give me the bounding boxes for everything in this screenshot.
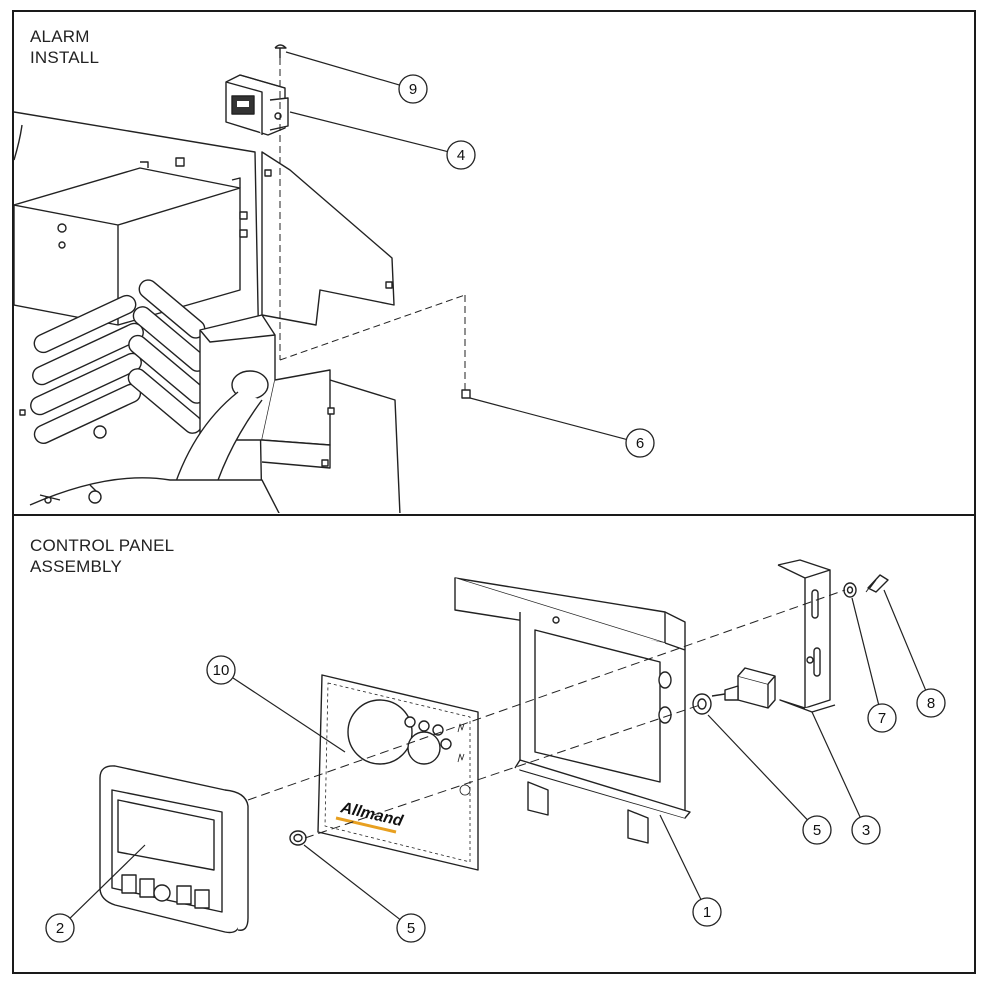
callout-2: 2 <box>45 844 146 943</box>
callout-3: 3 <box>811 711 881 845</box>
callout-10: 10 <box>206 655 346 753</box>
engine-base <box>29 477 280 513</box>
leader-line <box>232 677 346 753</box>
callout-number: 1 <box>703 904 711 921</box>
callout-5: 5 <box>707 714 832 845</box>
toggle-switch <box>711 667 776 709</box>
callout-5: 5 <box>303 844 426 943</box>
alarm-mount-bracket <box>261 151 395 326</box>
leader-line <box>303 844 401 920</box>
callout-circle <box>206 655 236 685</box>
control-box <box>14 157 248 326</box>
exhaust-duct <box>159 314 335 511</box>
callout-9: 9 <box>285 51 428 104</box>
display-module <box>99 765 249 934</box>
callout-circle <box>45 913 75 943</box>
control-panel-assembly-title: CONTROL PANEL ASSEMBLY <box>30 536 175 576</box>
backup-alarm <box>225 74 289 136</box>
callout-1: 1 <box>659 814 722 927</box>
leader-line <box>69 844 146 919</box>
leader-line <box>707 714 808 821</box>
section-divider <box>12 514 976 516</box>
bolt <box>865 574 889 593</box>
callout-number: 2 <box>56 920 64 937</box>
callout-circle <box>396 913 426 943</box>
callout-6: 6 <box>469 397 655 458</box>
callout-circle <box>625 428 655 458</box>
callout-circle <box>851 815 881 845</box>
callout-number: 10 <box>213 662 230 679</box>
switch-nut <box>692 693 712 715</box>
callout-circle <box>692 897 722 927</box>
callout-number: 7 <box>878 710 886 727</box>
callout-circle <box>446 140 476 170</box>
leader-line <box>883 589 927 691</box>
callout-circle <box>802 815 832 845</box>
diagram-frame <box>12 10 976 974</box>
leader-line <box>285 51 400 86</box>
washer <box>843 582 857 598</box>
callout-number: 3 <box>862 822 870 839</box>
callout-circle <box>398 74 428 104</box>
leader-line <box>289 111 448 153</box>
alarm-install-title: ALARM INSTALL <box>30 27 100 67</box>
o-ring-left <box>289 830 307 846</box>
alarm-screw <box>274 44 287 58</box>
angle-bracket <box>777 559 836 713</box>
callout-number: 8 <box>927 695 935 712</box>
callout-layer: 9 4 6 10 2 5 1 5 3 7 8 <box>45 51 946 943</box>
panel-decal <box>317 674 479 871</box>
callout-circle <box>916 688 946 718</box>
leader-line <box>811 711 861 818</box>
callout-number: 5 <box>813 822 821 839</box>
callout-number: 9 <box>409 81 417 98</box>
callout-4: 4 <box>289 111 476 170</box>
leader-line <box>659 814 702 900</box>
leader-line <box>469 397 627 440</box>
callout-number: 4 <box>457 147 465 164</box>
leader-line <box>851 597 880 705</box>
callout-number: 5 <box>407 920 415 937</box>
panel-bracket <box>454 577 691 844</box>
callout-8: 8 <box>883 589 946 718</box>
callout-number: 6 <box>636 435 644 452</box>
decal-logo-stripe <box>335 816 397 834</box>
callout-circle <box>867 703 897 733</box>
alarm-nut <box>461 389 471 399</box>
cooling-vents <box>30 279 208 444</box>
callout-7: 7 <box>851 597 897 733</box>
